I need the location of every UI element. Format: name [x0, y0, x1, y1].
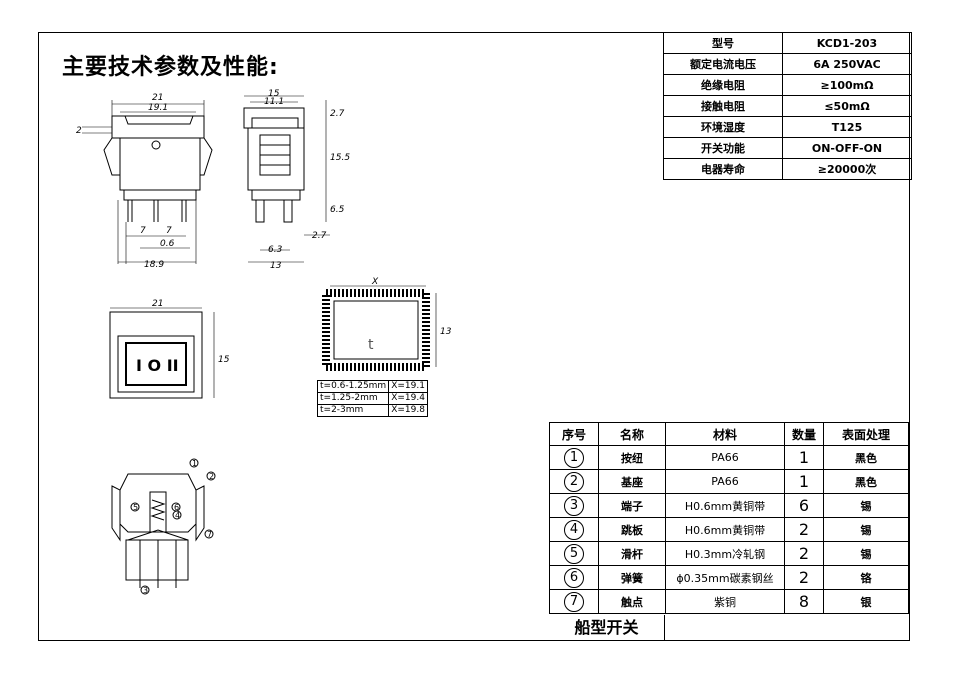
spec-value: T125	[782, 116, 912, 138]
spec-row: 电器寿命≥20000次	[663, 158, 912, 180]
header-finish: 表面处理	[823, 422, 909, 446]
part-no: 2	[564, 471, 584, 492]
callout-1: 1	[192, 459, 197, 468]
spec-value: ≥20000次	[782, 158, 912, 180]
dim-side-pin-w: 6.3	[268, 245, 283, 255]
dim-side-body: 15.5	[330, 153, 350, 163]
part-finish: 锡	[823, 541, 909, 566]
thickness-x: X=19.8	[388, 404, 428, 417]
part-material: H0.6mm黄铜带	[665, 493, 785, 518]
part-qty: 8	[784, 589, 824, 614]
part-no: 7	[564, 591, 584, 612]
panel-cutout	[322, 285, 437, 371]
callout-4: 4	[175, 511, 180, 520]
spec-key: 额定电流电压	[663, 53, 783, 75]
top-view	[109, 307, 215, 399]
part-name: 滑杆	[598, 541, 666, 566]
dim-top-height: 15	[218, 355, 230, 365]
page-title: 主要技术参数及性能:	[62, 55, 279, 80]
part-no-cell: 7	[549, 589, 599, 614]
dim-side-pin: 6.5	[330, 205, 345, 215]
callout-7: 7	[207, 530, 212, 539]
part-material: ϕ0.35mm碳素钢丝	[665, 565, 785, 590]
thickness-t: t=2-3mm	[316, 404, 390, 417]
section-view	[111, 473, 205, 588]
part-name: 基座	[598, 469, 666, 494]
header-qty: 数量	[784, 422, 824, 446]
dim-side-inner: 11.1	[264, 97, 284, 107]
dim-side-width: 15	[268, 89, 280, 99]
callout-2: 2	[209, 472, 214, 481]
part-finish: 锡	[823, 517, 909, 542]
part-no: 6	[564, 567, 584, 588]
thickness-t: t=0.6-1.25mm	[316, 380, 390, 393]
part-no-cell: 5	[549, 541, 599, 566]
dim-side-total: 13	[270, 261, 282, 271]
dim-side-pin-off: 2.7	[312, 231, 327, 241]
front-view	[82, 100, 213, 264]
callout-5: 5	[133, 503, 138, 512]
spec-key: 绝缘电阻	[663, 74, 783, 96]
part-qty: 2	[784, 565, 824, 590]
dim-top-width: 21	[152, 299, 163, 309]
part-no-cell: 6	[549, 565, 599, 590]
part-no-cell: 4	[549, 517, 599, 542]
header-material: 材料	[665, 422, 785, 446]
part-no-cell: 3	[549, 493, 599, 518]
rocker-symbol: I O II	[136, 356, 179, 375]
spec-value: 6A 250VAC	[782, 53, 912, 75]
side-view	[243, 95, 330, 263]
spec-key: 电器寿命	[663, 158, 783, 180]
part-finish: 银	[823, 589, 909, 614]
spec-key: 环境湿度	[663, 116, 783, 138]
dim-side-top: 2.7	[330, 109, 345, 119]
dim-cutout-h: 13	[440, 327, 452, 337]
callout-6: 6	[174, 503, 179, 512]
part-no: 5	[564, 543, 584, 564]
dim-pin-pitch-b: 7	[166, 226, 172, 236]
spec-row: 绝缘电阻≥100mΩ	[663, 74, 912, 96]
part-no: 3	[564, 495, 584, 516]
part-no: 4	[564, 519, 584, 540]
dim-front-inner: 19.1	[148, 103, 168, 113]
header-name: 名称	[598, 422, 666, 446]
dim-pin-pitch-a: 7	[140, 226, 146, 236]
callout-3: 3	[143, 586, 148, 595]
part-name: 端子	[598, 493, 666, 518]
part-finish: 铬	[823, 565, 909, 590]
part-material: 紫铜	[665, 589, 785, 614]
drawing-frame	[38, 32, 910, 641]
dim-pin-thick: 0.6	[160, 239, 175, 249]
dim-cutout-t: t	[368, 337, 374, 353]
part-no: 1	[564, 447, 584, 468]
part-caption: 船型开关	[549, 615, 665, 641]
dim-front-offset: 2	[76, 126, 82, 136]
part-finish: 黑色	[823, 469, 909, 494]
part-qty: 2	[784, 541, 824, 566]
dim-front-width: 21	[152, 93, 163, 103]
part-qty: 2	[784, 517, 824, 542]
spec-value: ON-OFF-ON	[782, 137, 912, 159]
callout-labels: 1 2 3 4 5 6 7	[130, 458, 216, 595]
dim-base-width: 18.9	[144, 260, 164, 270]
dim-cutout-x: X	[371, 277, 379, 287]
